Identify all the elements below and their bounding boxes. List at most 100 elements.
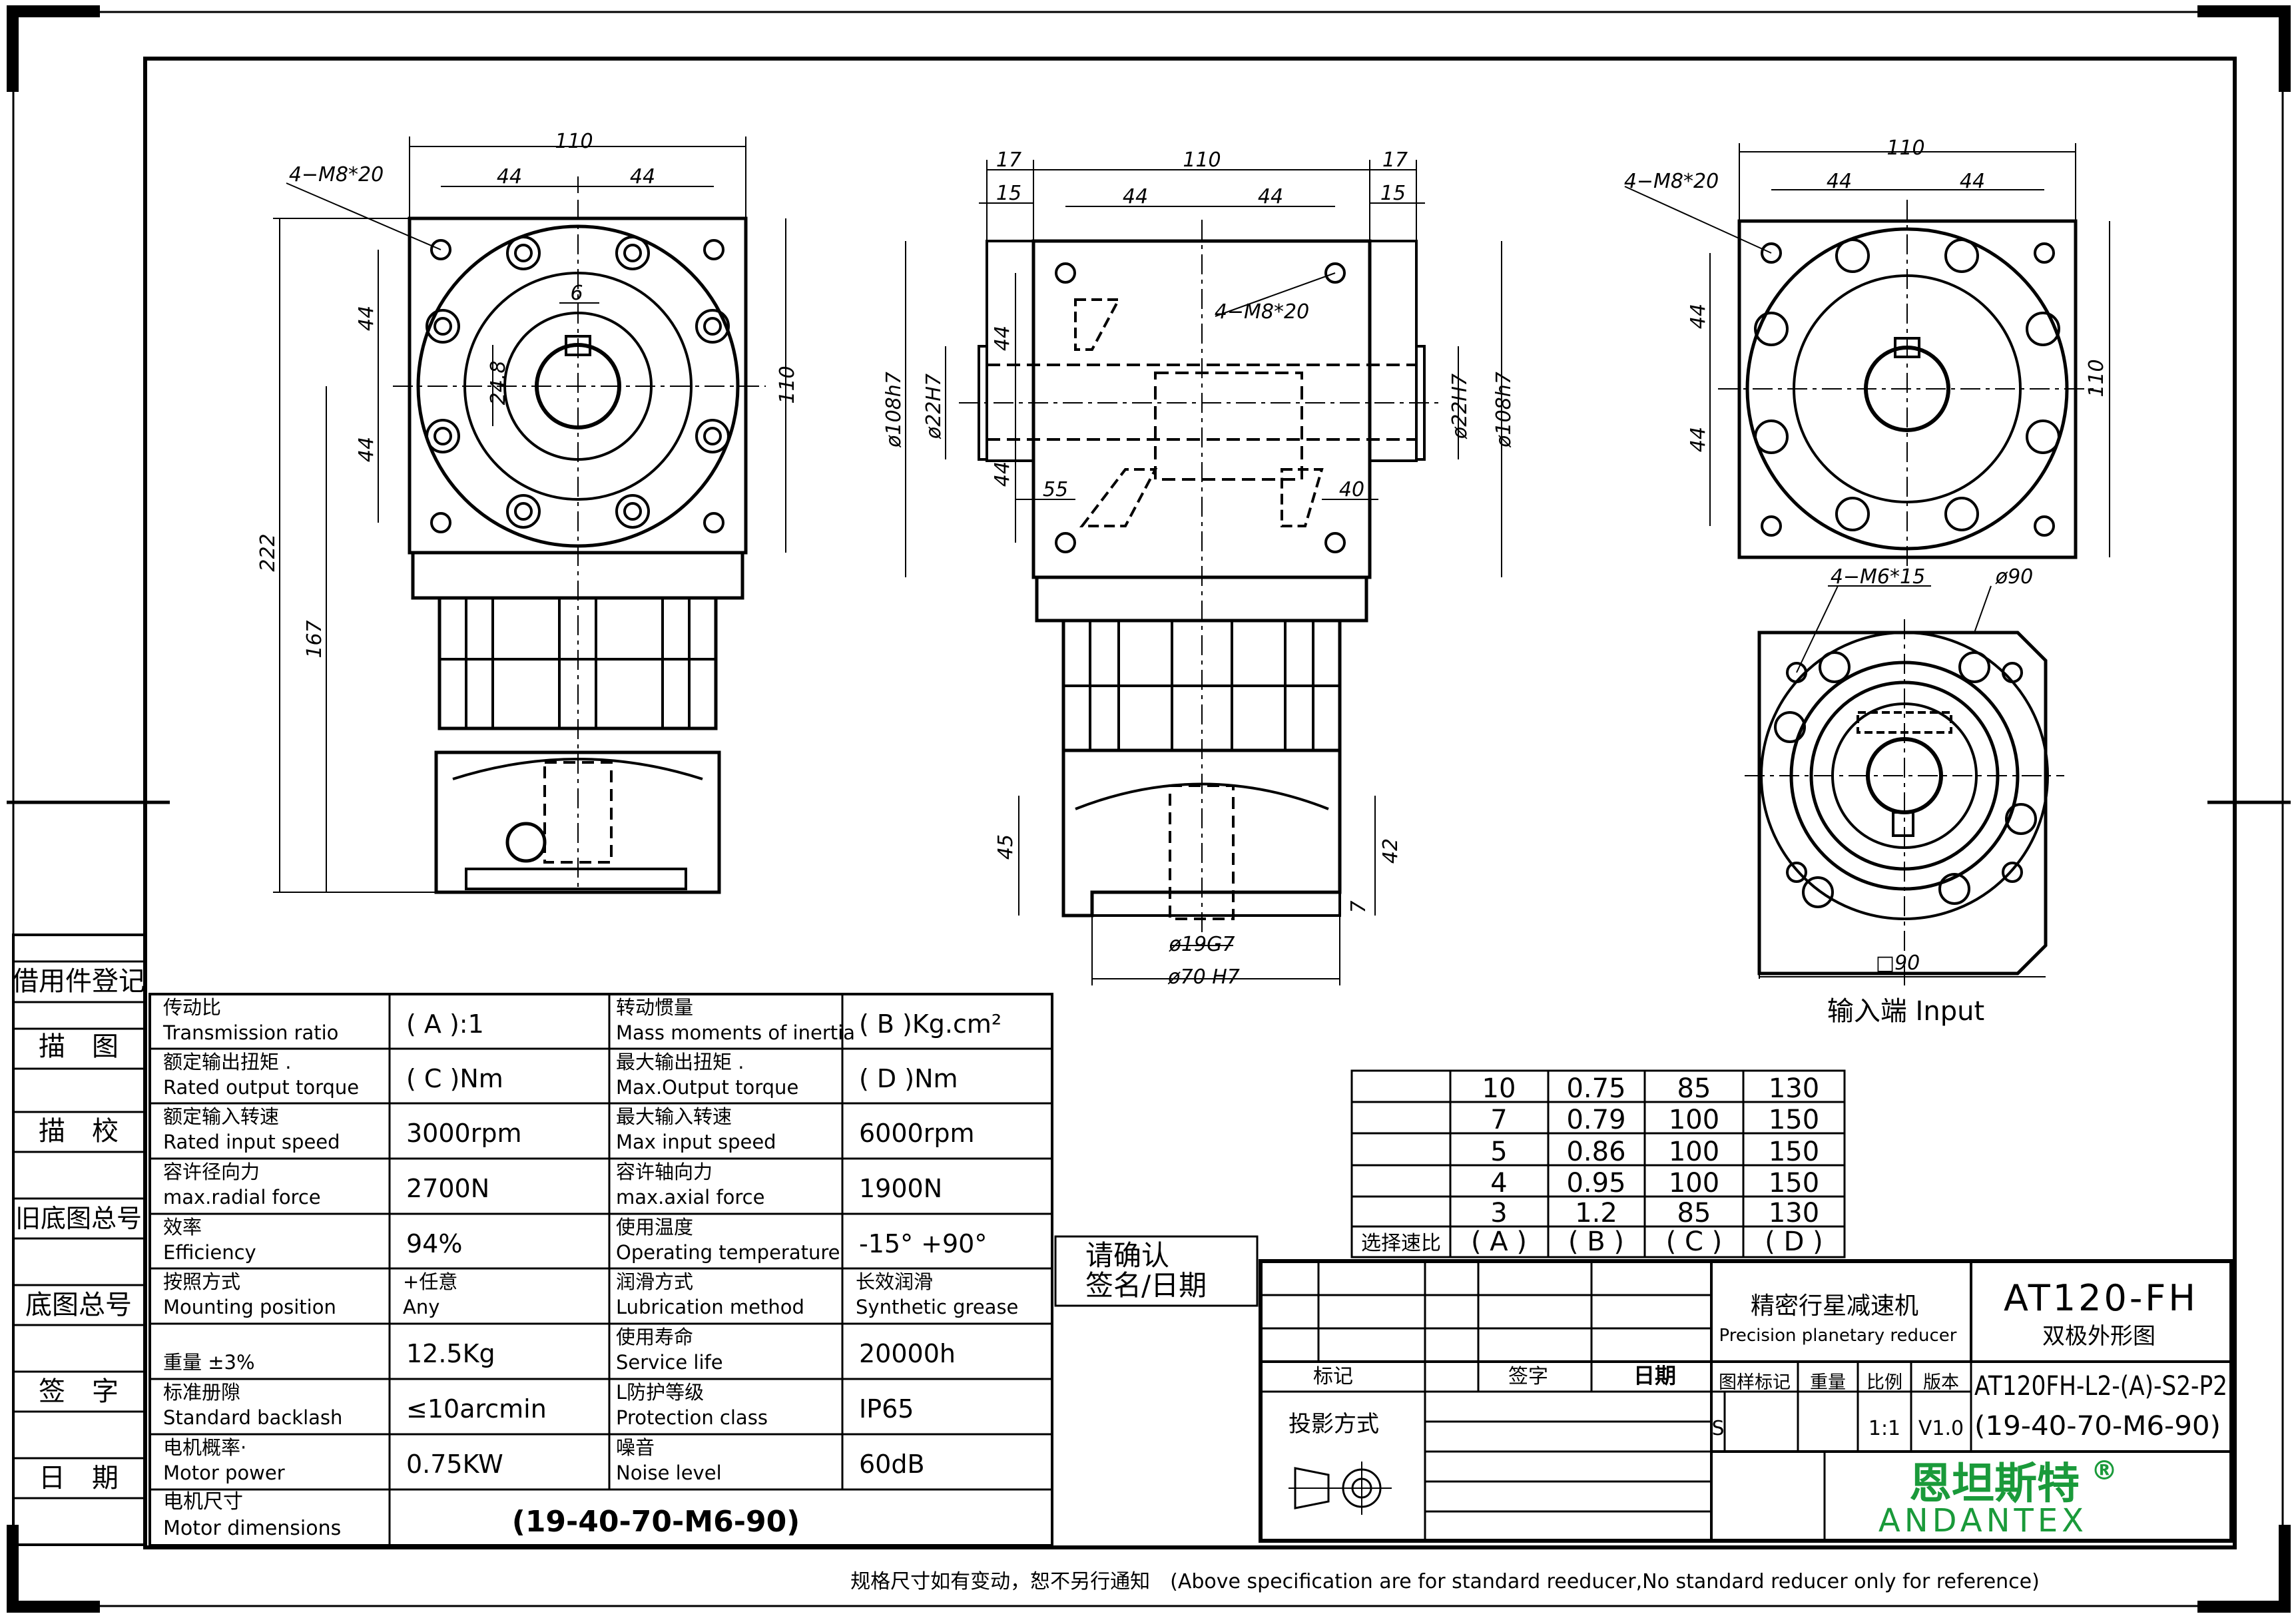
spec-value-2: -15° +90° [859, 1229, 987, 1258]
spec-label-en: Rated output torque [163, 1076, 359, 1099]
spec-value-1: 12.5Kg [406, 1339, 495, 1368]
ratio-cell: 0.75 [1566, 1073, 1625, 1104]
spec-label-en: 重量 ±3% [163, 1351, 255, 1374]
svg-text:ø108h7: ø108h7 [1492, 372, 1516, 448]
svg-text:4−M8*20: 4−M8*20 [1215, 300, 1309, 324]
spec-label-cn: 使用温度 [616, 1216, 693, 1238]
svg-text:44: 44 [355, 306, 378, 331]
spec-label-cn: 传动比 [163, 996, 221, 1019]
svg-text:44: 44 [1687, 427, 1710, 452]
svg-text:17: 17 [996, 148, 1021, 172]
col-banben: 版本 [1923, 1372, 1959, 1393]
spec-label-en: Rated input speed [163, 1131, 340, 1153]
svg-text:44: 44 [355, 437, 378, 462]
spec-label-en: Motor power [163, 1462, 285, 1484]
spec-label-cn: 电机概率· [163, 1436, 246, 1459]
svg-text:7: 7 [1347, 900, 1370, 913]
ratio-cell: 85 [1677, 1073, 1711, 1104]
spec-label-en: Protection class [616, 1406, 768, 1429]
title-block: 精密行星减速机 Precision planetary reducer AT12… [1259, 1259, 2233, 1543]
svg-text:110: 110 [2085, 359, 2108, 397]
spec-label-en: Noise level [616, 1462, 722, 1484]
svg-text:44: 44 [991, 461, 1014, 487]
svg-text:44: 44 [1258, 185, 1283, 208]
svg-text:44: 44 [1960, 170, 1985, 193]
motor-dim-value: (19-40-70-M6-90) [512, 1505, 800, 1539]
svg-text:签名/日期: 签名/日期 [1085, 1269, 1207, 1302]
ratio-header-d: ( D ) [1765, 1226, 1823, 1257]
ratio-cell: 5 [1490, 1137, 1507, 1167]
confirm-box: 请确认 签名/日期 [1054, 1235, 1259, 1307]
svg-text:4−M8*20: 4−M8*20 [289, 163, 384, 186]
spec-value-1: ≤10arcmin [406, 1394, 547, 1424]
spec-label-en: Lubrication method [616, 1296, 804, 1318]
svg-text:15: 15 [996, 182, 1021, 205]
value-version: V1.0 [1918, 1417, 1964, 1440]
col-tuyang: 图样标记 [1719, 1372, 1791, 1393]
spec-label-en: Efficiency [163, 1241, 256, 1264]
spec-label-en: Max input speed [616, 1131, 776, 1153]
right-view-top [1624, 143, 2110, 579]
side-label-0: 借用件登记 [12, 966, 145, 997]
svg-text:44: 44 [1123, 185, 1148, 208]
ratio-cell: 0.95 [1566, 1168, 1625, 1199]
spec-value-2: 60dB [859, 1450, 925, 1479]
svg-text:167: 167 [303, 620, 326, 658]
svg-text:4−M8*20: 4−M8*20 [1624, 170, 1719, 193]
side-label-1: 描 图 [39, 1031, 119, 1062]
spec-label-cn: 噪音 [616, 1436, 655, 1459]
ratio-header-b: ( B ) [1568, 1226, 1624, 1257]
spec-label-cn: 容许径向力 [163, 1161, 260, 1183]
svg-text:ø22H7: ø22H7 [1448, 374, 1472, 439]
middle-view-dimensions: 17 15 110 17 15 44 44 4−M8*20 ø108h7 ø22… [882, 148, 1516, 989]
ratio-cell: 100 [1669, 1137, 1719, 1167]
spec-label-cn: 润滑方式 [616, 1270, 693, 1293]
brand-reg: ® [2091, 1456, 2118, 1486]
col-riqi: 日期 [1633, 1363, 1676, 1388]
model-number: AT120-FH [2004, 1277, 2198, 1319]
input-caption: 输入端 Input [1827, 996, 1984, 1027]
svg-text:24.8: 24.8 [487, 361, 510, 405]
footer-note: 规格尺寸如有变动，恕不另行通知 (Above specification are… [850, 1570, 2040, 1593]
spec-label-en: Standard backlash [163, 1406, 342, 1429]
svg-text:110: 110 [555, 130, 593, 153]
product-cn: 精密行星减速机 [1751, 1292, 1918, 1320]
spec-value-1: 0.75KW [406, 1450, 503, 1479]
spec-label-en: Max.Output torque [616, 1076, 798, 1099]
ratio-cell: 85 [1677, 1198, 1711, 1228]
spec-label-cn: 效率 [163, 1216, 202, 1238]
svg-text:44: 44 [1827, 170, 1852, 193]
svg-text:44: 44 [630, 165, 655, 188]
col-biaoji: 标记 [1313, 1365, 1353, 1388]
ratio-header-a: ( A ) [1471, 1226, 1527, 1257]
ratio-cell: 100 [1669, 1168, 1719, 1199]
spec-label-en: Mass moments of inertia [616, 1021, 855, 1044]
svg-text:4−M6*15: 4−M6*15 [1831, 565, 1925, 589]
svg-text:222: 222 [256, 533, 280, 571]
spec-label-cn: 转动惯量 [616, 996, 693, 1019]
col-bili: 比例 [1866, 1372, 1902, 1393]
side-label-column: 借用件登记 描 图 描 校 旧底图总号 底图总号 签 字 日 期 [12, 934, 146, 1546]
svg-text:ø90: ø90 [1995, 565, 2034, 589]
ratio-cell: 150 [1769, 1105, 1819, 1135]
spec-label-cn: 使用寿命 [616, 1326, 693, 1348]
spec-value-1: +任意 [403, 1270, 457, 1293]
spec-value-2: Synthetic grease [856, 1296, 1018, 1318]
svg-text:44: 44 [1687, 304, 1710, 329]
svg-text:44: 44 [991, 326, 1014, 351]
side-label-6: 日 期 [39, 1463, 119, 1493]
svg-text:17: 17 [1382, 148, 1408, 172]
input-flange-dimensions: 4−M6*15 ø90 □90 [1831, 565, 2033, 975]
svg-text:45: 45 [994, 834, 1017, 860]
ratio-cell: 100 [1669, 1105, 1719, 1135]
brand-en: ANDANTEX [1878, 1502, 2088, 1539]
spec-value-2: ( B )Kg.cm² [859, 1009, 1002, 1039]
svg-text:请确认: 请确认 [1085, 1239, 1169, 1272]
spec-value-2: IP65 [859, 1394, 914, 1424]
spec-label-en: Mounting position [163, 1296, 336, 1318]
ratio-cell: 150 [1769, 1137, 1819, 1167]
spec-value-2: 长效润滑 [856, 1270, 933, 1293]
spec-label-cn: 最大输入转速 [616, 1105, 732, 1128]
side-label-5: 签 字 [39, 1376, 119, 1407]
